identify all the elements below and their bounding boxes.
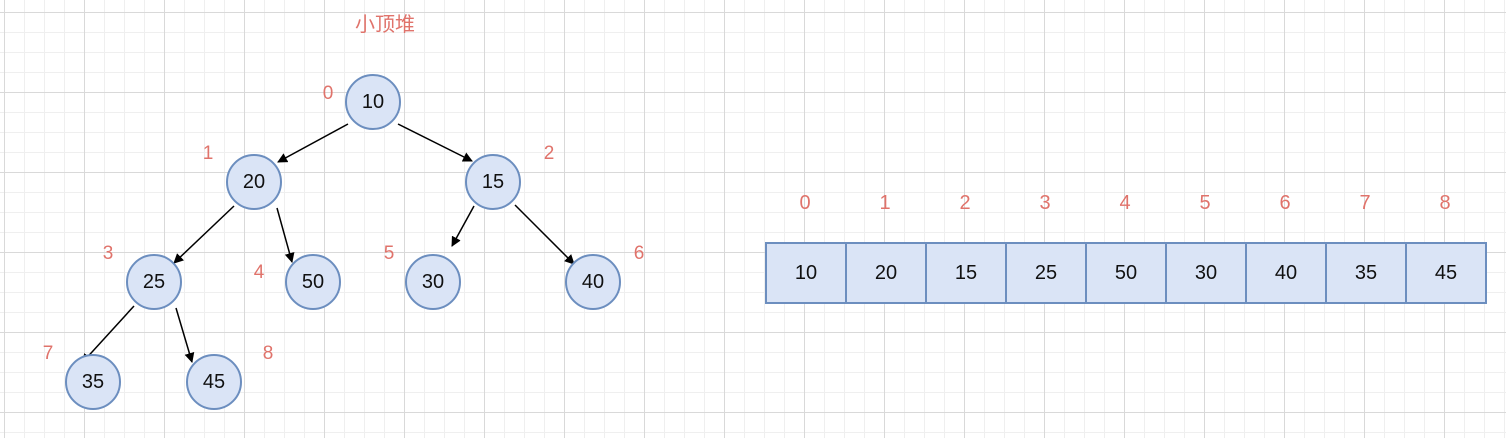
array-index-label: 3 — [1039, 192, 1051, 214]
diagram-title: 小顶堆 — [355, 12, 415, 36]
node-index-label: 3 — [102, 243, 114, 264]
array-index-label: 8 — [1439, 192, 1451, 214]
heap-node-1: 20 — [226, 154, 282, 210]
edge-0-2 — [397, 123, 473, 162]
edge-1-4 — [276, 207, 295, 263]
array-cell: 25 — [1007, 244, 1087, 302]
edge-2-6 — [514, 204, 575, 265]
node-index-label: 8 — [262, 343, 274, 364]
array-index-label: 0 — [799, 192, 811, 214]
node-index-label: 0 — [322, 83, 334, 104]
edge-3-8 — [175, 307, 195, 363]
edge-0-1 — [277, 123, 349, 163]
node-index-label: 5 — [383, 243, 395, 264]
array-index-label: 6 — [1279, 192, 1291, 214]
edge-3-7 — [81, 305, 135, 364]
edge-1-3 — [173, 205, 235, 264]
edge-2-5 — [451, 205, 475, 247]
node-index-label: 6 — [633, 243, 645, 264]
array-cell: 45 — [1434, 261, 1458, 284]
array-index-label: 1 — [879, 192, 891, 214]
node-index-label: 4 — [253, 262, 265, 283]
heap-node-6: 40 — [565, 254, 621, 310]
array-index-label: 2 — [959, 192, 971, 214]
heap-node-4: 50 — [285, 254, 341, 310]
heap-node-7: 35 — [65, 354, 121, 410]
heap-array: 10 20 15 25 50 30 40 35 45 — [765, 242, 1487, 304]
array-cell: 40 — [1247, 244, 1327, 302]
node-index-label: 1 — [202, 143, 214, 164]
array-cell: 15 — [927, 244, 1007, 302]
array-index-label: 7 — [1359, 192, 1371, 214]
array-cell: 50 — [1087, 244, 1167, 302]
heap-node-8: 45 — [186, 354, 242, 410]
heap-node-0: 10 — [345, 74, 401, 130]
array-index-label: 5 — [1199, 192, 1211, 214]
array-index-label: 4 — [1119, 192, 1131, 214]
array-cell: 10 — [767, 244, 847, 302]
heap-node-2: 15 — [465, 154, 521, 210]
node-index-label: 7 — [42, 343, 54, 364]
node-index-label: 2 — [543, 143, 555, 164]
heap-node-5: 30 — [405, 254, 461, 310]
array-cell: 20 — [847, 244, 927, 302]
heap-node-3: 25 — [126, 254, 182, 310]
array-cell: 30 — [1167, 244, 1247, 302]
array-cell: 35 — [1327, 244, 1407, 302]
